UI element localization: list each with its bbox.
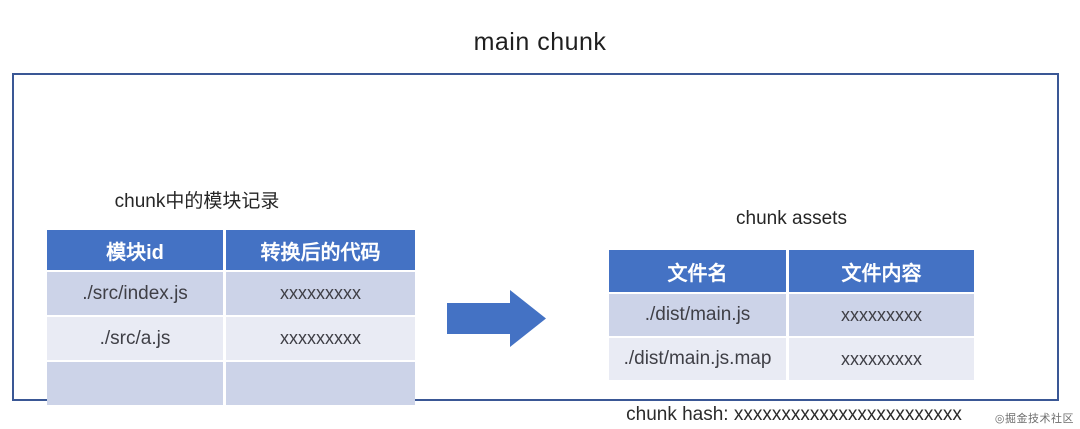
column-header-file-content: 文件内容 (789, 250, 974, 292)
column-header-module-id: 模块id (47, 230, 223, 270)
main-chunk-container: chunk中的模块记录 模块id 转换后的代码 ./src/index.js x… (12, 73, 1059, 425)
right-table-label: chunk assets (736, 208, 847, 229)
chunk-assets-table: 文件名 文件内容 ./dist/main.js xxxxxxxxx ./dist… (609, 250, 974, 380)
asset-file-cell: ./dist/main.js.map (609, 338, 786, 380)
diagram-title: main chunk (473, 28, 607, 56)
module-id-cell: ./src/a.js (47, 317, 223, 360)
module-code-cell: xxxxxxxxx (226, 272, 415, 315)
module-id-cell: ./src/index.js (47, 272, 223, 315)
asset-content-cell: xxxxxxxxx (789, 294, 974, 336)
module-records-table: 模块id 转换后的代码 ./src/index.js xxxxxxxxx ./s… (47, 230, 415, 405)
asset-file-cell: ./dist/main.js (609, 294, 786, 336)
asset-content-cell: xxxxxxxxx (789, 338, 974, 380)
right-arrow-icon (447, 290, 546, 352)
module-id-cell-empty (47, 362, 223, 405)
left-table-label: chunk中的模块记录 (114, 191, 280, 212)
module-code-cell: xxxxxxxxx (226, 317, 415, 360)
column-header-file-name: 文件名 (609, 250, 786, 292)
module-code-cell-empty (226, 362, 415, 405)
column-header-transformed-code: 转换后的代码 (226, 230, 415, 270)
chunk-hash-text: chunk hash: xxxxxxxxxxxxxxxxxxxxxxxx (626, 404, 962, 425)
juejin-watermark: ◎掘金技术社区 (994, 413, 1074, 425)
